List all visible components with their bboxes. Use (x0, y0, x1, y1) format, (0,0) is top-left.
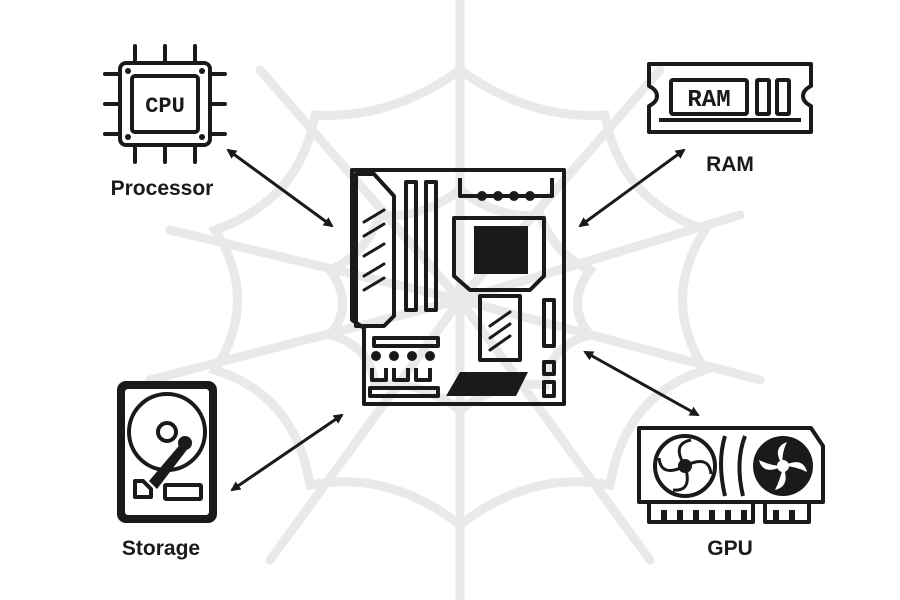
hard-drive-icon (113, 377, 221, 527)
processor-label: Processor (110, 177, 214, 200)
graphics-card-icon (633, 422, 828, 532)
arrow-ram-motherboard (578, 148, 686, 228)
arrow-processor-motherboard (226, 148, 334, 228)
arrow-gpu-motherboard (583, 350, 700, 417)
arrow-storage-motherboard (230, 413, 344, 492)
storage-label: Storage (121, 537, 201, 560)
ram-chip-text: RAM (687, 87, 730, 114)
ram-icon: RAM (645, 58, 815, 138)
cpu-icon: CPU (100, 38, 230, 168)
motherboard-icon (346, 166, 570, 408)
ram-label: RAM (706, 153, 754, 176)
gpu-label: GPU (707, 537, 753, 560)
cpu-chip-text: CPU (145, 94, 185, 119)
